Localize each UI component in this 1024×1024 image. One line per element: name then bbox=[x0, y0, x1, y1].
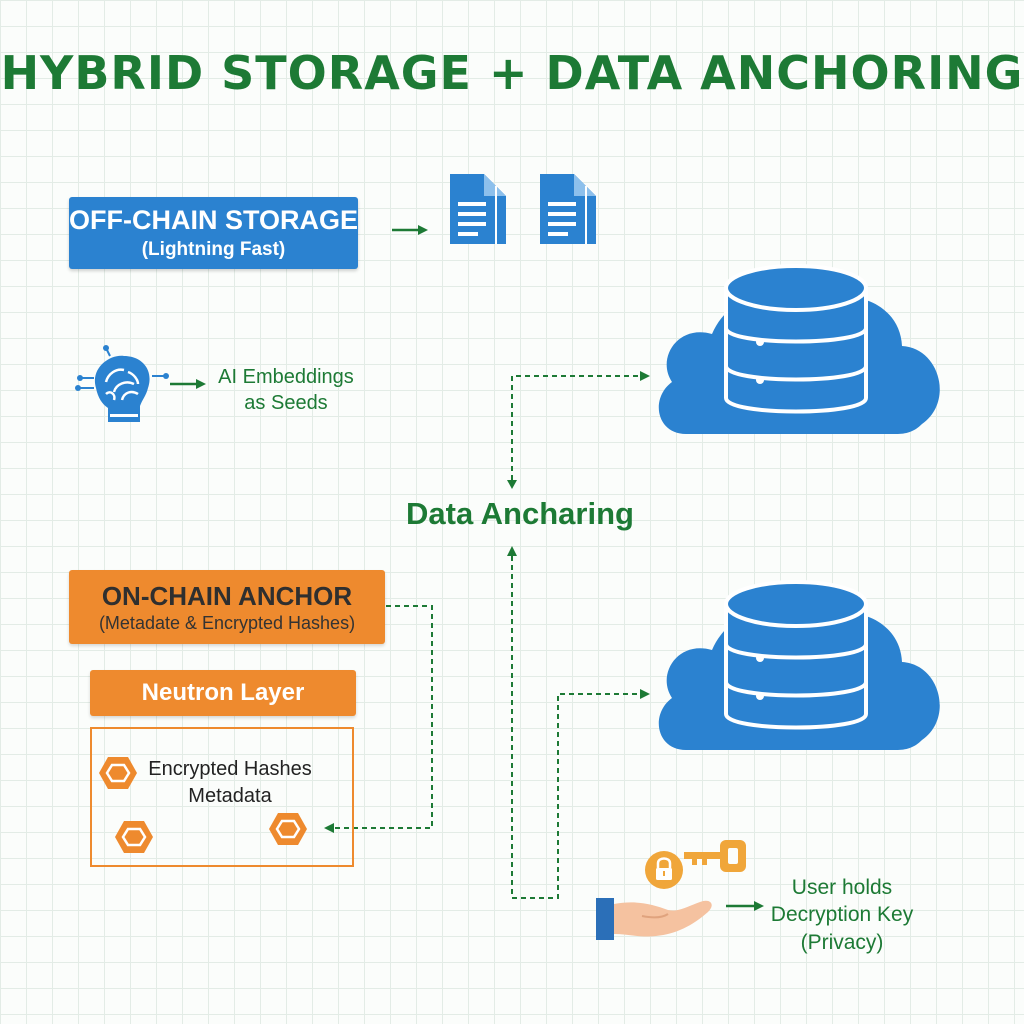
brain-arrow bbox=[170, 379, 206, 389]
hexagon-icon bbox=[115, 821, 153, 853]
cloud-database-icon bbox=[658, 580, 940, 750]
offchain-storage-box: OFF-CHAIN STORAGE (Lightning Fast) bbox=[69, 197, 358, 269]
cloud-database-icon bbox=[658, 264, 940, 434]
user-key-label: User holds Decryption Key (Privacy) bbox=[762, 874, 922, 956]
onchain-anchor-subtitle: (Metadate & Encrypted Hashes) bbox=[98, 613, 356, 633]
onchain-anchor-title: ON-CHAIN ANCHOR bbox=[101, 580, 353, 611]
user-key-line2: Decryption Key bbox=[770, 903, 914, 927]
encrypted-hashes-line1: Encrypted Hashes bbox=[148, 758, 312, 780]
brain-icon bbox=[75, 345, 169, 422]
hexagon-icon bbox=[99, 757, 137, 789]
page-title: HYBRID STORAGE + DATA ANCHORING bbox=[0, 46, 1024, 100]
key-icon bbox=[684, 840, 746, 872]
ai-embeddings-line2: as Seeds bbox=[244, 392, 328, 414]
document-icon bbox=[540, 174, 596, 244]
encrypted-hashes-panel bbox=[90, 727, 354, 867]
hand-icon bbox=[596, 898, 712, 940]
ai-embeddings-line1: AI Embeddings bbox=[218, 366, 354, 388]
encrypted-hashes-label: Encrypted Hashes Metadata bbox=[140, 756, 320, 810]
onchain-anchor-box: ON-CHAIN ANCHOR (Metadate & Encrypted Ha… bbox=[69, 570, 385, 644]
user-key-line3: (Privacy) bbox=[800, 930, 884, 954]
lock-icon bbox=[645, 851, 683, 889]
offchain-arrow bbox=[392, 225, 428, 235]
ai-embeddings-label: AI Embeddings as Seeds bbox=[206, 364, 366, 416]
document-icon bbox=[450, 174, 506, 244]
offchain-storage-subtitle: (Lightning Fast) bbox=[141, 239, 286, 260]
hexagon-icon bbox=[269, 813, 307, 845]
neutron-layer-box: Neutron Layer bbox=[90, 670, 356, 716]
user-key-line1: User holds bbox=[791, 876, 893, 899]
encrypted-hashes-line2: Metadata bbox=[188, 785, 272, 807]
offchain-storage-title: OFF-CHAIN STORAGE bbox=[69, 205, 358, 236]
user-arrow bbox=[726, 901, 764, 911]
neutron-layer-label: Neutron Layer bbox=[141, 679, 305, 706]
data-anchoring-label: Data Ancharing bbox=[406, 496, 634, 531]
